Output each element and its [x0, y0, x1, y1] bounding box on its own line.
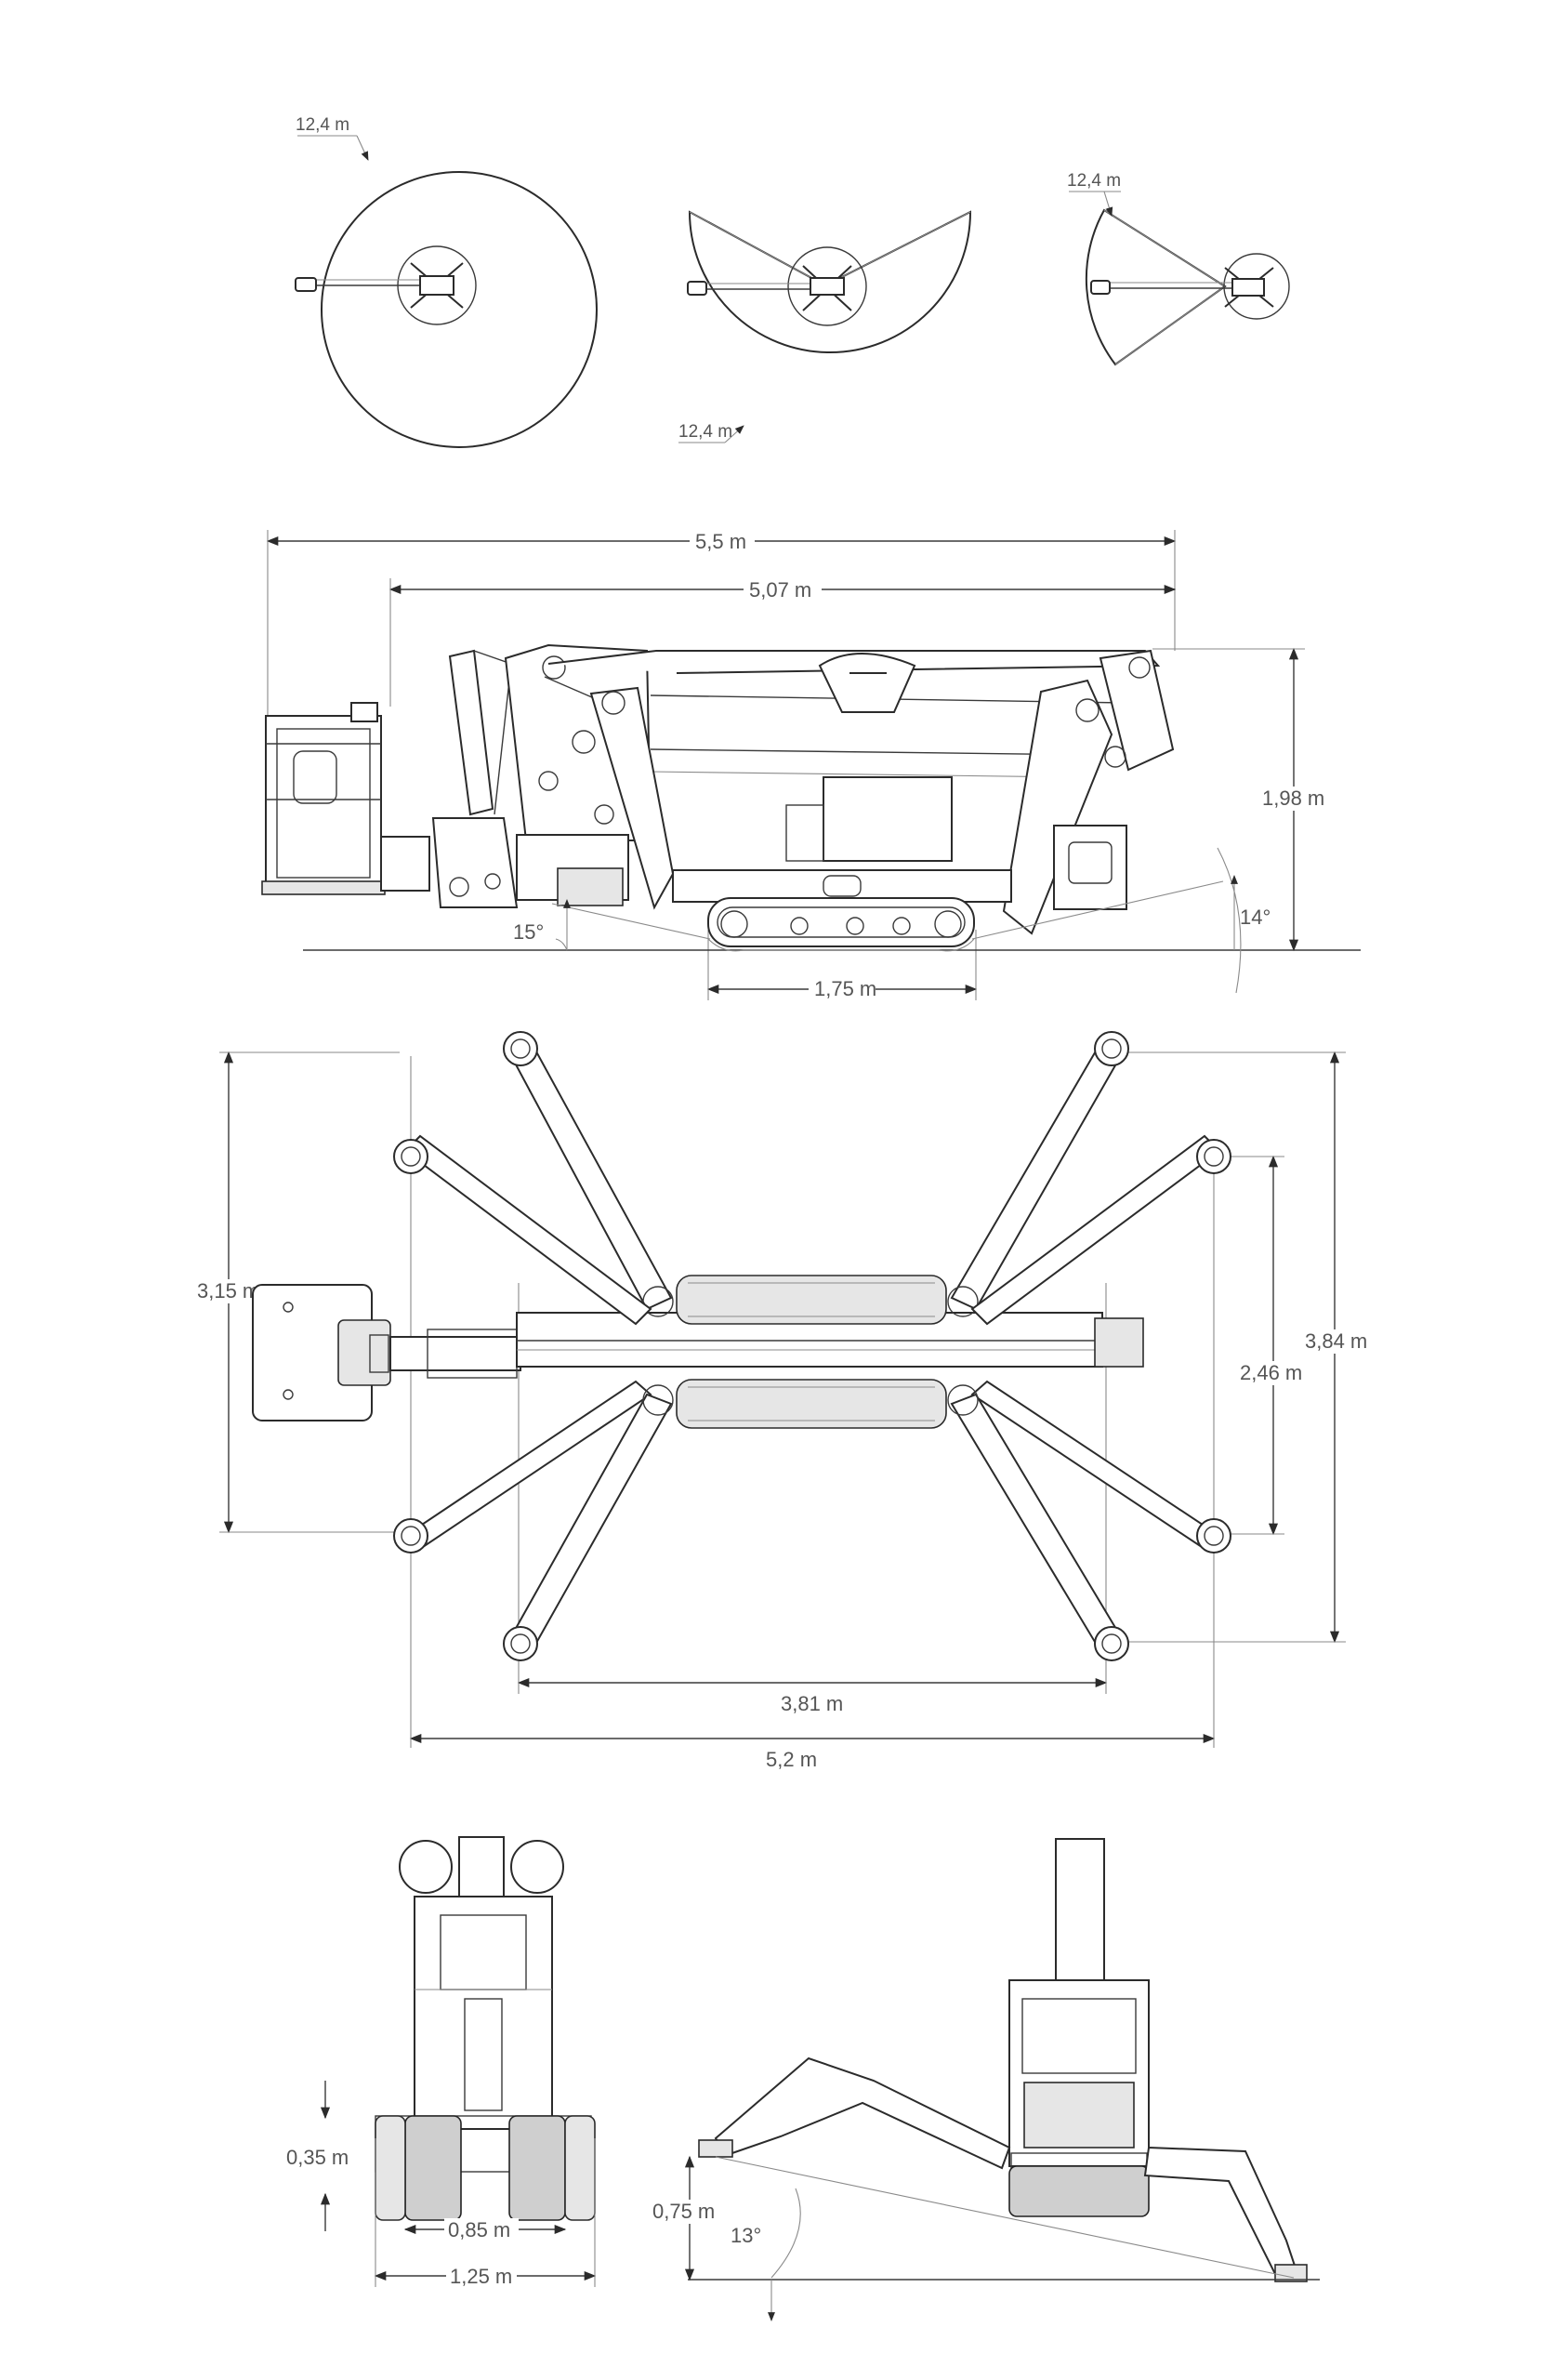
track-width-inner-label: 0,85 m [448, 2218, 510, 2241]
outrigger-front-right-inner [970, 1134, 1231, 1326]
track-length-label: 1,75 m [814, 977, 876, 1000]
outrigger-rear-right-outer [947, 1384, 1129, 1661]
stowed-length-label: 5,07 m [749, 578, 811, 602]
outrigger-rear-left-inner [393, 1380, 652, 1554]
outrigger-rear-right-inner [970, 1380, 1231, 1554]
reach-diagram-full: 12,4 m [295, 115, 598, 448]
reach-diagram-sector: 12,4 m [678, 210, 972, 443]
basket-width-label: 3,15 m [197, 1279, 259, 1302]
outrigger-front-left-outer [503, 1031, 674, 1317]
outrigger-span-outer-label: 3,84 m [1305, 1329, 1367, 1353]
reach-radius-full-label: 12,4 m [296, 115, 349, 135]
outrigger-length-inner-label: 3,81 m [781, 1692, 843, 1715]
height-label: 1,98 m [1262, 787, 1324, 810]
slope-angle-label: 13° [731, 2224, 761, 2247]
front-view: 0,35 m 0,85 m 1,25 m [286, 1836, 597, 2289]
outrigger-length-outer-label: 5,2 m [766, 1748, 817, 1771]
rear-view: 0,75 m 13° [651, 1838, 1320, 2321]
top-view: 3,15 m 3,84 m 2,46 m 3,81 m 5,2 m [195, 1031, 1372, 1772]
ground-clearance-label: 0,35 m [286, 2146, 349, 2169]
outrigger-front-right-outer [947, 1031, 1129, 1317]
reach-diagram-narrow: 12,4 m [1067, 171, 1290, 366]
outrigger-rear-left-outer [503, 1384, 674, 1661]
side-view: 5,5 m 5,07 m 1,98 m 1,75 m [261, 530, 1361, 1000]
track-width-outer-label: 1,25 m [450, 2265, 512, 2288]
reach-radius-narrow-label: 12,4 m [1067, 171, 1121, 191]
total-length-label: 5,5 m [695, 530, 746, 553]
rear-angle-label: 14° [1240, 906, 1271, 929]
reach-radius-sector-label: 12,4 m [678, 422, 732, 442]
outrigger-front-left-inner [393, 1134, 652, 1326]
outrigger-height-label: 0,75 m [652, 2200, 715, 2223]
outrigger-span-inner-label: 2,46 m [1240, 1361, 1302, 1384]
front-angle-label: 15° [513, 920, 544, 944]
